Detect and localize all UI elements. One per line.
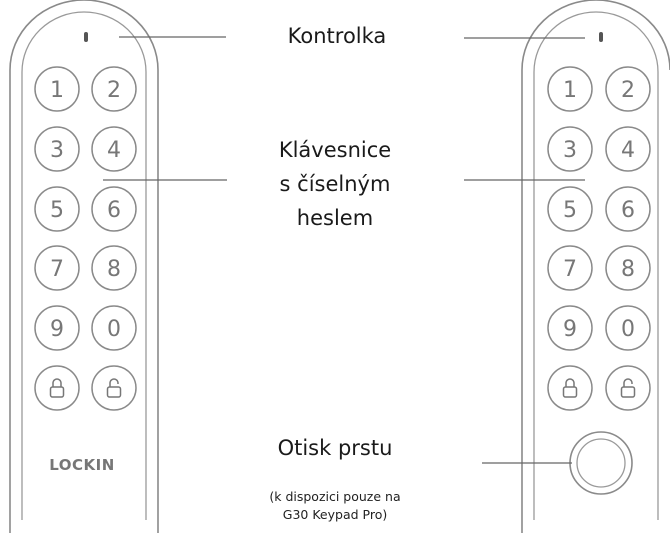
callout-lines	[103, 36, 585, 464]
right-key-label: 9	[563, 317, 577, 342]
right-key-1[interactable]: 1	[547, 66, 593, 112]
left-key-2[interactable]: 2	[91, 66, 137, 112]
right-unlock-key[interactable]	[605, 365, 651, 411]
left-keypad-buttons: 1 2 3 4 5 6 7 8 9 0	[34, 66, 137, 411]
left-key-0[interactable]: 0	[91, 305, 137, 351]
right-key-label: 6	[621, 198, 635, 223]
left-device-inner-panel	[21, 11, 147, 520]
right-key-label: 8	[621, 257, 635, 282]
availability-note-line1: (k dispozici pouze na	[269, 489, 401, 504]
left-device-outer-shell	[9, 0, 159, 533]
left-key-label: 0	[107, 317, 121, 342]
left-brand-logo: LOCKIN	[49, 456, 115, 474]
left-key-3[interactable]: 3	[34, 126, 80, 172]
right-key-label: 5	[563, 198, 577, 223]
keypad-label-line2: s číselným	[279, 172, 391, 196]
right-key-6[interactable]: 6	[605, 186, 651, 232]
left-key-4[interactable]: 4	[91, 126, 137, 172]
fingerprint-sensor-ring	[569, 431, 633, 495]
keypad-label-line1: Klávesnice	[278, 138, 392, 162]
right-keypad-buttons: 1 2 3 4 5 6 7 8 9 0	[547, 66, 651, 411]
keypad-label-line3: heslem	[296, 206, 374, 230]
left-key-8[interactable]: 8	[91, 245, 137, 291]
right-key-4[interactable]: 4	[605, 126, 651, 172]
right-key-5[interactable]: 5	[547, 186, 593, 232]
right-device-inner-panel	[533, 11, 659, 520]
left-key-label: 8	[107, 257, 121, 282]
right-key-label: 7	[563, 257, 577, 282]
right-key-label: 0	[621, 317, 635, 342]
right-key-9[interactable]: 9	[547, 305, 593, 351]
right-key-label: 3	[563, 138, 577, 163]
right-lock-key[interactable]	[547, 365, 593, 411]
left-key-label: 5	[50, 198, 64, 223]
left-key-1[interactable]: 1	[34, 66, 80, 112]
right-key-label: 2	[621, 78, 635, 103]
indicator-label: Kontrolka	[287, 24, 387, 48]
right-key-7[interactable]: 7	[547, 245, 593, 291]
left-key-label: 9	[50, 317, 64, 342]
left-keypad-device: 1 2 3 4 5 6 7 8 9 0 LOCKIN	[9, 0, 159, 533]
left-key-7[interactable]: 7	[34, 245, 80, 291]
left-key-9[interactable]: 9	[34, 305, 80, 351]
left-key-5[interactable]: 5	[34, 186, 80, 232]
left-key-label: 3	[50, 138, 64, 163]
padlock-open-icon	[620, 378, 636, 398]
left-key-label: 6	[107, 198, 121, 223]
left-key-label: 7	[50, 257, 64, 282]
left-key-6[interactable]: 6	[91, 186, 137, 232]
availability-note-line2: G30 Keypad Pro)	[282, 507, 388, 522]
right-key-8[interactable]: 8	[605, 245, 651, 291]
left-key-label: 4	[107, 138, 121, 163]
right-device-outer-shell	[521, 0, 670, 533]
right-key-0[interactable]: 0	[605, 305, 651, 351]
right-indicator-led	[599, 32, 603, 42]
right-key-3[interactable]: 3	[547, 126, 593, 172]
left-key-label: 2	[107, 78, 121, 103]
left-key-label: 1	[50, 78, 64, 103]
left-indicator-led	[84, 32, 88, 42]
padlock-closed-icon	[49, 378, 65, 398]
fingerprint-sensor	[576, 438, 626, 488]
padlock-closed-icon	[562, 378, 578, 398]
right-key-2[interactable]: 2	[605, 66, 651, 112]
right-keypad-device: 1 2 3 4 5 6 7 8 9 0	[521, 0, 670, 533]
fingerprint-label: Otisk prstu	[277, 436, 393, 460]
right-key-label: 1	[563, 78, 577, 103]
right-key-label: 4	[621, 138, 635, 163]
padlock-open-icon	[106, 378, 122, 398]
left-lock-key[interactable]	[34, 365, 80, 411]
left-unlock-key[interactable]	[91, 365, 137, 411]
